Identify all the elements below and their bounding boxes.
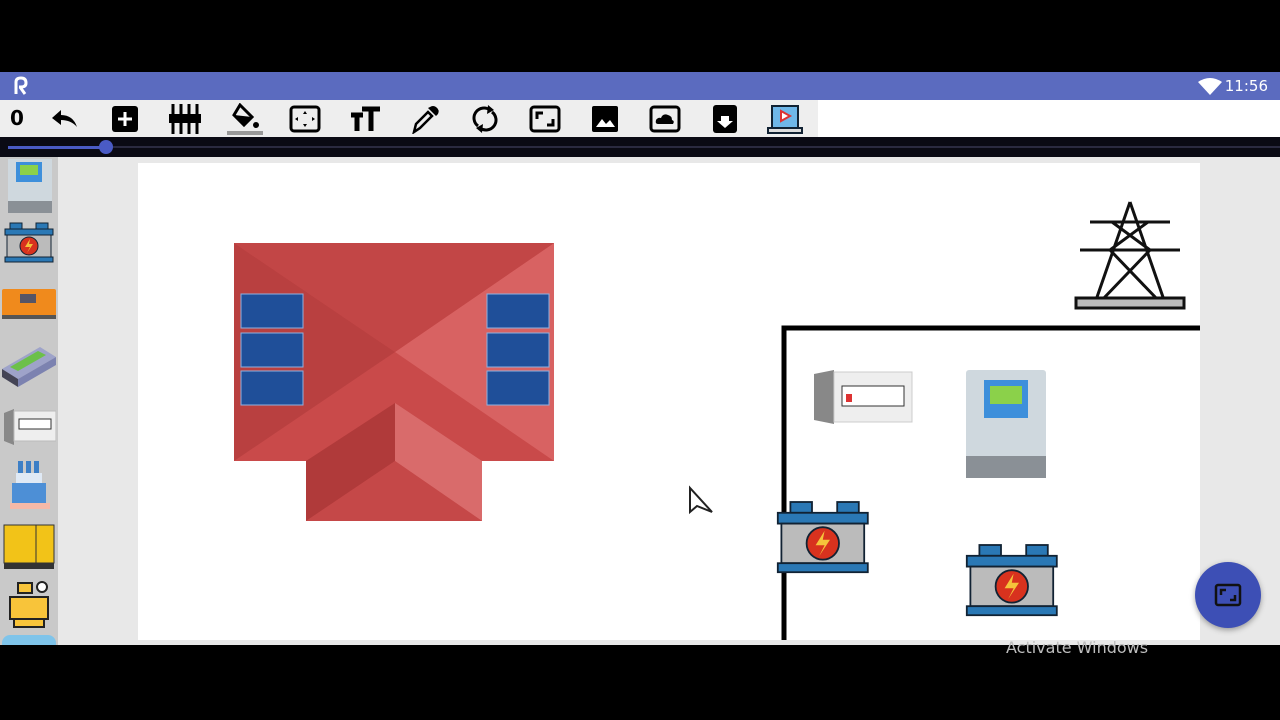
rotate-button[interactable] (467, 103, 503, 135)
rotate-icon (472, 105, 498, 133)
charge-controller-icon[interactable] (2, 159, 56, 213)
equalizer-button[interactable] (167, 103, 203, 135)
download-icon (713, 105, 737, 133)
undo-icon (52, 110, 77, 127)
toolbar: 0 (0, 100, 1280, 137)
diagram-layer (234, 201, 1200, 640)
breaker-panel-icon[interactable] (2, 399, 56, 453)
text-size-button[interactable] (347, 103, 383, 135)
download-button[interactable] (707, 103, 743, 135)
text-size-icon (351, 106, 380, 131)
add-button[interactable] (107, 103, 143, 135)
house-roof (234, 201, 1200, 640)
fullscreen-button[interactable] (1195, 562, 1261, 628)
pump-icon[interactable] (2, 579, 56, 633)
eyedropper-button[interactable] (407, 103, 443, 135)
fill-button[interactable] (227, 103, 263, 135)
component-sidebar[interactable] (0, 157, 58, 645)
select-area-icon (289, 105, 321, 133)
battery-component (776, 501, 869, 574)
equalizer-icon (169, 104, 201, 134)
resize-button[interactable] (527, 103, 563, 135)
eyedropper-icon (412, 106, 439, 134)
cloud-icon (649, 105, 681, 133)
wifi-icon (1198, 78, 1222, 95)
status-bar: 11:56 (0, 72, 1280, 100)
brush-size-slider[interactable] (0, 137, 1280, 157)
slider-fill (8, 146, 106, 149)
slider-thumb[interactable] (99, 140, 113, 154)
solar-charge-controller-icon[interactable] (2, 279, 56, 333)
cursor-icon (689, 485, 713, 515)
drawing-canvas[interactable] (138, 163, 1200, 640)
cloud-button[interactable] (647, 103, 683, 135)
fill-bucket-icon (232, 103, 259, 128)
add-icon (112, 106, 138, 132)
fullscreen-icon (1214, 583, 1242, 607)
charge-controller-component (966, 370, 1046, 478)
image-button[interactable] (587, 103, 623, 135)
undo-button[interactable] (47, 103, 83, 135)
clock: 11:56 (1224, 77, 1268, 95)
battery-icon[interactable] (2, 219, 56, 273)
resize-icon (529, 105, 561, 133)
tutorial-icon (767, 105, 803, 134)
tutorial-button[interactable] (767, 103, 803, 135)
paint-app-icon (14, 76, 28, 95)
image-icon (592, 106, 618, 132)
generator-icon[interactable] (2, 519, 56, 573)
transmission-tower-icon (1074, 201, 1186, 310)
watermark: Activate Windows (1006, 638, 1149, 657)
inverter-icon[interactable] (2, 339, 56, 393)
transformer-icon[interactable] (2, 459, 56, 513)
breaker-panel-component (814, 370, 913, 424)
more-components-icon[interactable] (2, 635, 56, 645)
battery-component (965, 544, 1058, 617)
select-area-button[interactable] (287, 103, 323, 135)
counter: 0 (10, 106, 24, 130)
